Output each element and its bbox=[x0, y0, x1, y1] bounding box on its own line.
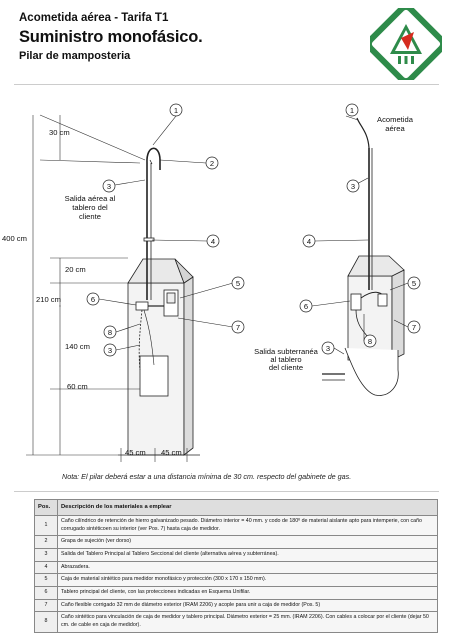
page-subtitle: Pilar de mamposteria bbox=[19, 50, 131, 62]
row-pos: 3 bbox=[34, 548, 58, 562]
svg-text:5: 5 bbox=[236, 279, 240, 288]
callout-3-left-lower: 3 bbox=[103, 343, 117, 357]
svg-text:6: 6 bbox=[91, 295, 95, 304]
pillar-front-view bbox=[118, 147, 200, 456]
svg-text:3: 3 bbox=[107, 182, 111, 191]
materials-table: Pos. Descripción de los materiales a emp… bbox=[34, 499, 438, 633]
label-salida-sub-2: al tablero bbox=[270, 355, 301, 364]
callout-3-right: 3 bbox=[346, 179, 360, 193]
callout-6-left: 6 bbox=[86, 292, 100, 306]
svg-text:4: 4 bbox=[211, 237, 215, 246]
table-header-row: Pos. Descripción de los materiales a emp… bbox=[34, 499, 438, 516]
dim-60cm: 60 cm bbox=[67, 382, 88, 391]
row-desc: Grapa de sujeción (ver dorso) bbox=[57, 535, 438, 550]
row-pos: 7 bbox=[34, 598, 58, 613]
svg-text:8: 8 bbox=[368, 337, 372, 346]
table-divider bbox=[14, 491, 439, 492]
row-pos: 2 bbox=[34, 535, 58, 550]
callout-5-right: 5 bbox=[407, 276, 421, 290]
dim-210cm: 210 cm bbox=[36, 295, 61, 304]
callout-leaders bbox=[98, 115, 409, 355]
header: Acometida aérea - Tarifa T1 Suministro m… bbox=[19, 12, 203, 62]
row-desc: Caño cilíndrico de retención de hierro g… bbox=[57, 514, 438, 537]
header-pos: Pos. bbox=[34, 499, 58, 516]
callout-4-left: 4 bbox=[206, 234, 220, 248]
callout-6-right: 6 bbox=[299, 299, 313, 313]
row-pos: 8 bbox=[34, 611, 58, 633]
svg-text:1: 1 bbox=[350, 106, 354, 115]
dim-400cm: 400 cm bbox=[2, 234, 27, 243]
label-salida-sub-1: Salida subterranéa bbox=[254, 347, 319, 356]
header-desc: Descripción de los materiales a emplear bbox=[57, 499, 438, 516]
callout-8-left: 8 bbox=[103, 325, 117, 339]
row-desc: Tablero principal del cliente, con las p… bbox=[57, 586, 438, 600]
svg-text:3: 3 bbox=[326, 344, 330, 353]
callout-2: 2 bbox=[205, 156, 219, 170]
svg-text:6: 6 bbox=[304, 302, 308, 311]
svg-text:5: 5 bbox=[412, 279, 416, 288]
dimension-lines-left bbox=[26, 114, 188, 462]
row-desc: Caño sintético para vinculación de caja … bbox=[57, 611, 438, 633]
svg-text:7: 7 bbox=[412, 323, 416, 332]
dim-45cm-right: 45 cm bbox=[161, 448, 182, 457]
svg-text:3: 3 bbox=[351, 182, 355, 191]
row-pos: 4 bbox=[34, 560, 58, 575]
callout-7-left: 7 bbox=[231, 320, 245, 334]
callout-5-left: 5 bbox=[231, 276, 245, 290]
callout-4-right: 4 bbox=[302, 234, 316, 248]
callout-3-left: 3 bbox=[102, 179, 116, 193]
label-salida-aerea-3: cliente bbox=[79, 212, 101, 221]
callout-7-right: 7 bbox=[407, 320, 421, 334]
header-kicker: Acometida aérea - Tarifa T1 bbox=[19, 12, 169, 24]
row-pos: 5 bbox=[34, 573, 58, 588]
svg-text:2: 2 bbox=[210, 159, 214, 168]
label-acometida-2: aérea bbox=[385, 124, 405, 133]
svg-text:8: 8 bbox=[108, 328, 112, 337]
row-desc: Caño flexible corrigado 32 mm de diámetr… bbox=[57, 598, 438, 613]
pillar-side-view bbox=[322, 117, 405, 396]
svg-text:3: 3 bbox=[108, 346, 112, 355]
row-pos: 1 bbox=[34, 514, 58, 537]
header-divider bbox=[14, 84, 439, 85]
callout-3-right-lower: 3 bbox=[321, 341, 335, 355]
dim-45cm-left: 45 cm bbox=[125, 448, 146, 457]
dim-140cm: 140 cm bbox=[65, 342, 90, 351]
row-desc: Caja de material sintético para medidor … bbox=[57, 573, 438, 588]
label-salida-aerea-1: Salida aérea al bbox=[65, 194, 116, 203]
svg-text:7: 7 bbox=[236, 323, 240, 332]
row-pos: 6 bbox=[34, 586, 58, 600]
callout-1-right: 1 bbox=[345, 103, 359, 117]
label-salida-sub-3: del cliente bbox=[269, 363, 303, 372]
svg-text:1: 1 bbox=[174, 106, 178, 115]
installation-diagram: 30 cm 400 cm 20 cm 210 cm 140 cm 60 cm 4… bbox=[2, 103, 421, 462]
gas-distance-note: Nota: El pilar deberá estar a una distan… bbox=[62, 472, 352, 481]
label-acometida-1: Acometida bbox=[377, 115, 414, 124]
page-title: Suministro monofásico. bbox=[19, 28, 203, 46]
dim-20cm: 20 cm bbox=[65, 265, 86, 274]
label-salida-aerea-2: tablero del bbox=[72, 203, 108, 212]
callout-8-right: 8 bbox=[363, 334, 377, 348]
callout-1-left: 1 bbox=[169, 103, 183, 117]
row-desc: Salida del Tablero Principal al Tablero … bbox=[57, 548, 438, 562]
company-logo bbox=[370, 8, 442, 80]
dim-30cm: 30 cm bbox=[49, 128, 70, 137]
svg-text:4: 4 bbox=[307, 237, 311, 246]
row-desc: Abrazadera. bbox=[57, 560, 438, 575]
